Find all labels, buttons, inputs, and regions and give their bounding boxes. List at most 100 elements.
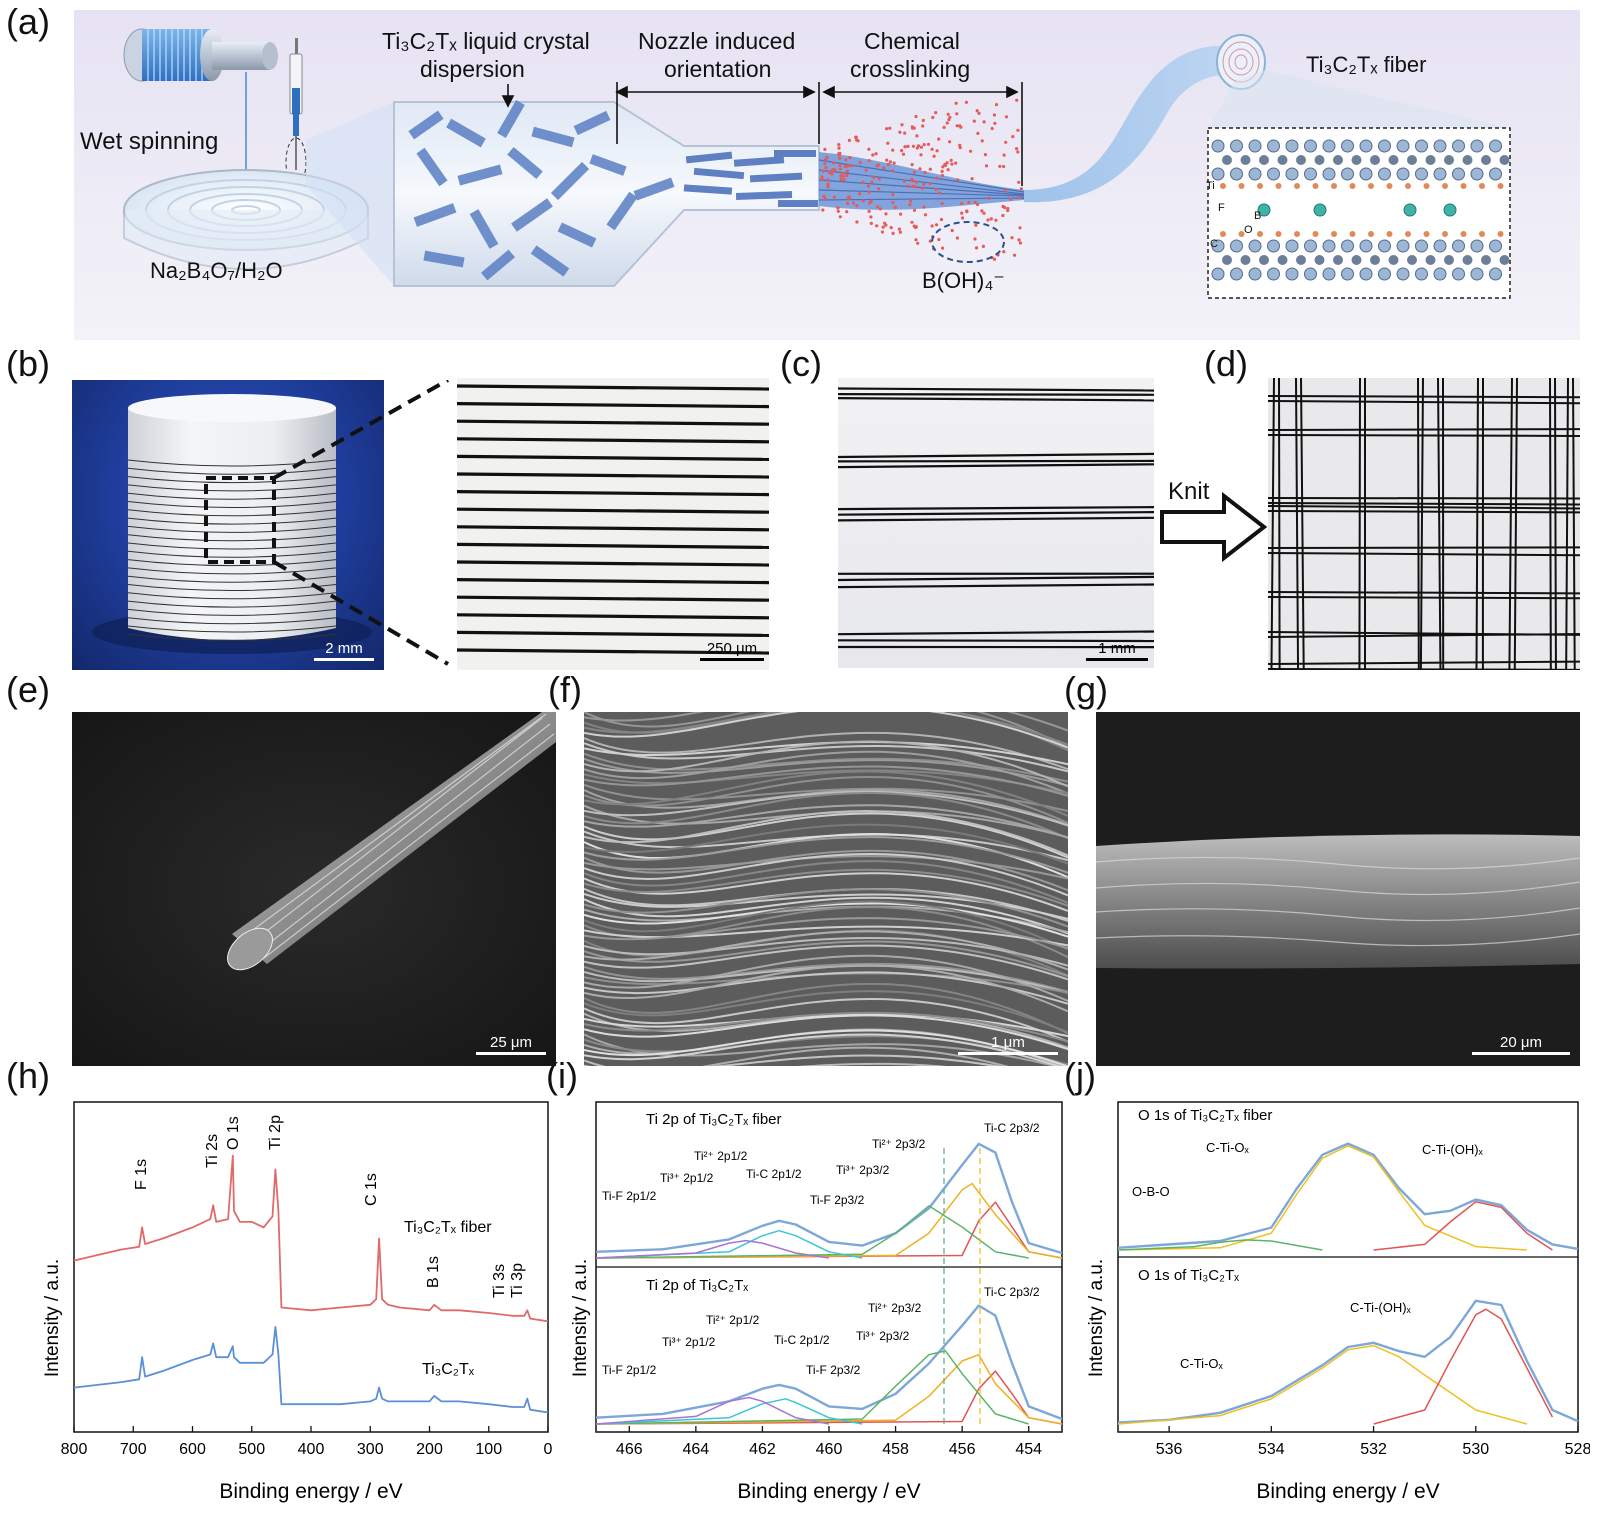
borate-ion-dot: [877, 163, 880, 166]
atom-o: [1424, 231, 1430, 237]
atom-ti: [1342, 268, 1354, 280]
atom-o: [1294, 183, 1300, 189]
atom-o: [1276, 231, 1282, 237]
ann-i-top-0: Ti-F 2p1/2: [602, 1189, 657, 1203]
atom-ti: [1434, 140, 1446, 152]
borate-ion-dot: [995, 103, 998, 106]
ylabel-j: Intensity / a.u.: [1086, 1259, 1107, 1377]
ann-j-top-0: O-B-O: [1132, 1184, 1170, 1199]
fiber-line: [838, 512, 1154, 515]
weft-fiber: [1268, 435, 1580, 436]
borate-ion-dot: [882, 226, 885, 229]
fiber-line: [457, 439, 769, 442]
atom-o: [1498, 183, 1504, 189]
borate-ion-dot: [971, 177, 974, 180]
borate-ion-dot: [908, 203, 911, 206]
atom-ti: [1416, 268, 1428, 280]
fiber-line: [838, 461, 1154, 462]
borate-ion-dot: [855, 204, 858, 207]
borate-ion-dot: [878, 177, 881, 180]
atom-label-c: C: [1210, 238, 1218, 251]
panel-label-f: (f): [548, 672, 582, 708]
atom-ti: [1286, 168, 1298, 180]
atom-c: [1278, 155, 1288, 165]
legend-h-mxene: Ti₃C₂Tₓ: [422, 1361, 475, 1378]
borate-ion-dot: [973, 237, 976, 240]
borate-ion-dot: [981, 139, 984, 142]
atom-ti: [1231, 140, 1243, 152]
borate-ion-dot: [976, 203, 979, 206]
subtitle-i-top: Ti 2p of Ti₃C₂Tₓ fiber: [646, 1111, 782, 1128]
borate-ion-dot: [987, 197, 990, 200]
borate-ion-dot: [1004, 189, 1007, 192]
peak-ti2p: Ti 2p: [267, 1115, 284, 1150]
atom-ti: [1434, 268, 1446, 280]
photo-c-aligned-fibers: [838, 378, 1154, 668]
borate-ion-dot: [888, 127, 891, 130]
borate-ion-dot: [842, 178, 845, 181]
borate-ion-dot: [921, 124, 924, 127]
bath-label: Na₂B₄O₇/H₂O: [150, 258, 283, 283]
borate-ion-dot: [946, 121, 949, 124]
atom-o: [1405, 231, 1411, 237]
atom-c: [1333, 255, 1343, 265]
borate-ion-dot: [824, 197, 827, 200]
atom-ti: [1342, 240, 1354, 252]
weft-fiber: [1268, 662, 1580, 664]
atom-c: [1222, 255, 1232, 265]
crosslink-label-line1: Chemical: [864, 28, 960, 54]
borate-ion-dot: [831, 168, 834, 171]
weft-fiber: [1268, 429, 1580, 430]
atom-ti: [1397, 140, 1409, 152]
weft-fiber: [1268, 669, 1580, 670]
borate-ion-dot: [1019, 241, 1022, 244]
atom-label-b: B: [1254, 210, 1261, 223]
borate-ion-dot: [998, 165, 1001, 168]
borate-ion-dot: [898, 228, 901, 231]
wet-spinning-label: Wet spinning: [80, 128, 218, 156]
atom-o: [1257, 183, 1263, 189]
x-tick-label: 300: [357, 1441, 384, 1458]
atom-ti: [1249, 240, 1261, 252]
atom-o: [1461, 231, 1467, 237]
fiber-line: [457, 615, 769, 618]
atom-c: [1352, 255, 1362, 265]
borate-ion-dot: [867, 185, 870, 188]
atom-ti: [1360, 268, 1372, 280]
borate-ion-dot: [836, 206, 839, 209]
borate-ion-dot: [943, 126, 946, 129]
atom-c: [1481, 255, 1491, 265]
atom-ti: [1360, 240, 1372, 252]
panel-label-e: (e): [6, 672, 50, 708]
borate-ion-dot: [986, 218, 989, 221]
atom-ti: [1416, 168, 1428, 180]
borate-ion-dot: [900, 123, 903, 126]
sem-g-fiber-surface: [1096, 712, 1580, 1066]
borate-ion-dot: [892, 232, 895, 235]
x-tick-label: 532: [1360, 1441, 1387, 1458]
ann-i-bot-5: Ti³⁺ 2p3/2: [856, 1329, 910, 1343]
borate-ion-dot: [855, 139, 858, 142]
borate-ion-dot: [832, 161, 835, 164]
ann-i-top-3: Ti-C 2p1/2: [746, 1167, 802, 1181]
warp-fiber: [1550, 378, 1551, 670]
borate-ion-dot: [990, 217, 993, 220]
series-line: [74, 1327, 548, 1413]
borate-ion-dot: [823, 148, 826, 151]
weft-fiber: [1268, 503, 1580, 505]
borate-ion-dot: [1001, 205, 1004, 208]
atom-ti: [1231, 268, 1243, 280]
panel-label-c: (c): [780, 346, 822, 382]
atom-ti: [1490, 168, 1502, 180]
scalebar-e: 25 μm: [476, 1034, 546, 1055]
warp-fiber: [1515, 378, 1517, 670]
atom-ti: [1342, 140, 1354, 152]
nozzle-label-line1: Nozzle induced: [638, 28, 795, 54]
xlabel-h: Binding energy / eV: [219, 1480, 402, 1503]
borate-ion-dot: [833, 196, 836, 199]
borate-ion-dot: [845, 210, 848, 213]
borate-ion-dot: [839, 164, 842, 167]
borate-ion-dot: [837, 152, 840, 155]
borate-ion-dot: [921, 187, 924, 190]
